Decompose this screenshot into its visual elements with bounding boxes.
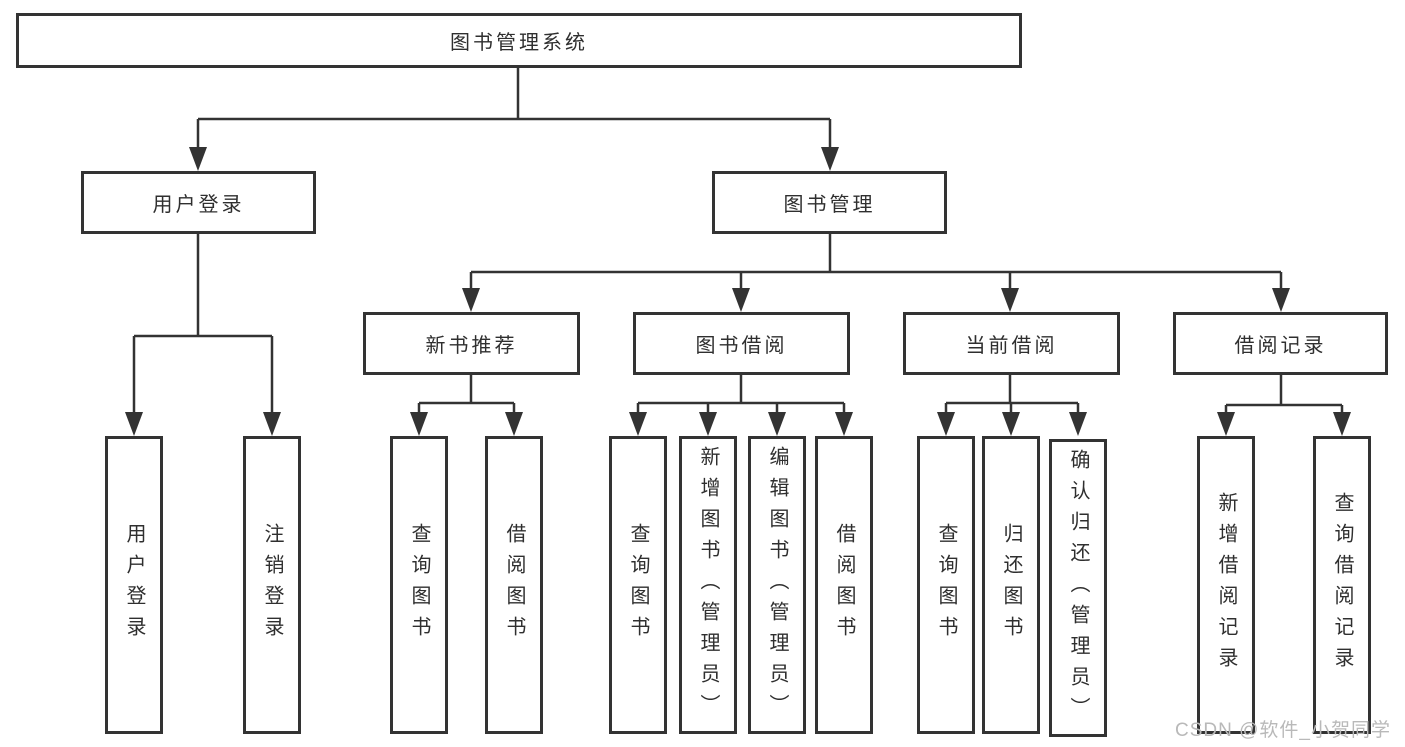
node-leaf-borrow-books: 借阅图书 [815, 436, 873, 734]
node-leaf-edit-book-admin: 编辑图书（管理员） [748, 436, 806, 734]
node-new-book-recommendation: 新书推荐 [363, 312, 580, 375]
connector-new-book-to-leaves [417, 375, 516, 414]
node-leaf-return-books: 归还图书 [982, 436, 1040, 734]
node-leaf-query-borrow-record: 查询借阅记录 [1313, 436, 1371, 734]
connector-user-login-to-leaves [132, 234, 274, 414]
node-library-system: 图书管理系统 [16, 13, 1022, 68]
node-leaf-query-books-borrow: 查询图书 [609, 436, 667, 734]
node-leaf-logout: 注销登录 [243, 436, 301, 734]
node-current-borrowing: 当前借阅 [903, 312, 1120, 375]
node-book-borrowing: 图书借阅 [633, 312, 850, 375]
node-borrowing-records: 借阅记录 [1173, 312, 1388, 375]
watermark: CSDN @软件_小贺同学 [1175, 720, 1391, 741]
connector-book-management-to-level3 [469, 234, 1283, 290]
node-leaf-add-borrow-record: 新增借阅记录 [1197, 436, 1255, 734]
node-leaf-borrow-books-recommend: 借阅图书 [485, 436, 543, 734]
node-book-management: 图书管理 [712, 171, 947, 234]
connector-book-borrow-to-leaves [636, 375, 846, 414]
connector-root-to-level2 [196, 68, 832, 149]
connector-current-borrow-to-leaves [944, 375, 1080, 414]
node-leaf-confirm-return-admin: 确认归还（管理员） [1049, 439, 1107, 737]
node-leaf-query-books-current: 查询图书 [917, 436, 975, 734]
node-leaf-query-books-recommend: 查询图书 [390, 436, 448, 734]
node-leaf-user-login: 用户登录 [105, 436, 163, 734]
node-leaf-add-book-admin: 新增图书（管理员） [679, 436, 737, 734]
connector-records-to-leaves [1224, 375, 1344, 414]
node-user-login: 用户登录 [81, 171, 316, 234]
connector-arrowheads [125, 147, 1351, 436]
